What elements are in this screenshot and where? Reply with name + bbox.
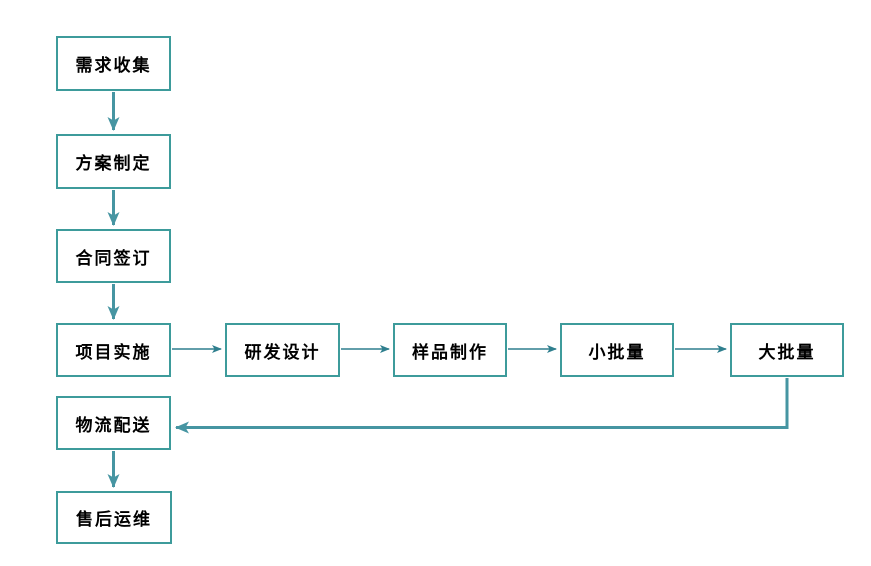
node-sample-production: 样品制作 <box>393 323 507 377</box>
node-logistics-delivery: 物流配送 <box>56 396 171 450</box>
node-rd-design: 研发设计 <box>225 323 340 377</box>
node-label: 需求收集 <box>75 56 152 75</box>
node-label: 项目实施 <box>75 342 152 362</box>
node-large-batch: 大批量 <box>730 323 844 377</box>
node-label: 大批量 <box>758 342 816 362</box>
arrow-large-batch-to-logistics <box>175 378 789 434</box>
node-label: 物流配送 <box>75 415 152 435</box>
node-plan-formulation: 方案制定 <box>56 134 171 189</box>
node-contract-signing: 合同签订 <box>56 229 171 283</box>
node-label: 合同签订 <box>75 248 152 268</box>
node-label: 方案制定 <box>75 154 152 173</box>
node-label: 样品制作 <box>412 342 488 362</box>
node-label: 研发设计 <box>244 342 321 362</box>
node-small-batch: 小批量 <box>560 323 674 377</box>
node-requirements-collection: 需求收集 <box>56 36 171 91</box>
node-label: 小批量 <box>588 342 646 362</box>
node-label: 售后运维 <box>76 510 152 529</box>
node-project-implementation: 项目实施 <box>56 323 171 377</box>
node-aftersales-maintenance: 售后运维 <box>56 491 172 544</box>
